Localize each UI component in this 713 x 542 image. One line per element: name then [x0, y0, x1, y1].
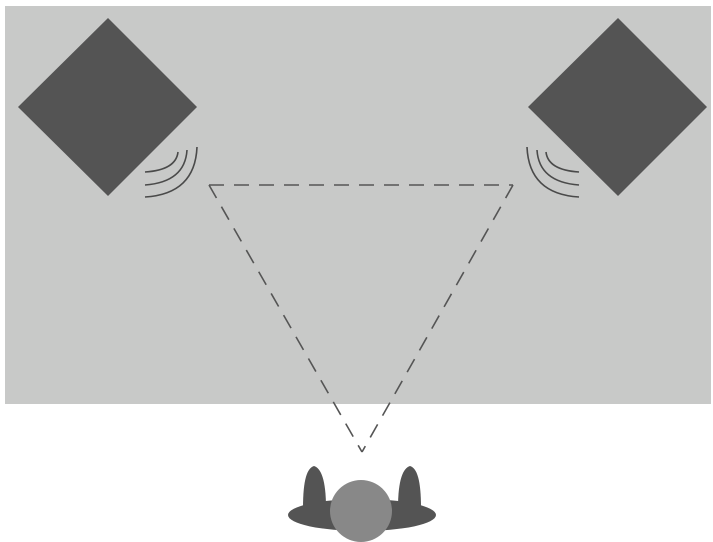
- left-speaker-icon: [18, 18, 197, 196]
- listener-head: [330, 480, 392, 542]
- listener-left-ear-cup: [303, 466, 326, 508]
- listener-icon: [288, 466, 436, 542]
- listener-right-ear-cup: [398, 466, 421, 508]
- right-speaker-icon: [528, 18, 707, 196]
- right-sound-wave-icon: [526, 146, 580, 198]
- triangle-left-edge: [208, 184, 363, 453]
- right-speaker: [526, 18, 707, 198]
- left-speaker: [18, 18, 198, 198]
- triangle-right-edge: [361, 184, 514, 453]
- left-sound-wave-icon: [144, 146, 198, 198]
- listening-triangle: [208, 184, 514, 453]
